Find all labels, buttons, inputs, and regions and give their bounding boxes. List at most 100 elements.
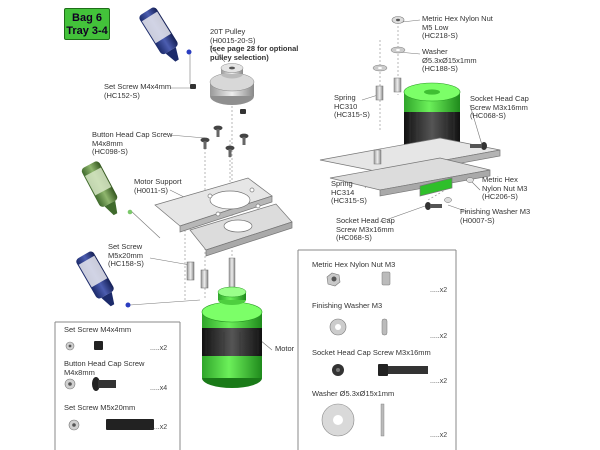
callout-nylon-nut-m3-l1: Metric Hex	[482, 175, 518, 184]
callout-socket-bottom-l3: (HC068-S)	[336, 233, 372, 242]
nylon-nut-m5-icon	[391, 16, 405, 24]
part-right-4-qty-value: x2	[439, 432, 448, 439]
set-screw-m5-icon	[186, 261, 209, 289]
callout-button-head-l3: (HC098-S)	[92, 147, 128, 156]
set-screw-pulley-icon	[190, 84, 246, 114]
callout-finishing-washer: Finishing Washer M3 (H0007-S)	[460, 207, 531, 225]
callout-spring-bottom: Spring HC314 (HC315-S)	[331, 179, 367, 206]
callout-motor-support-l2: (H0011-S)	[134, 185, 169, 195]
callout-button-head-l2: M4x8mm	[92, 138, 123, 148]
nylon-nut-m3-icon	[444, 177, 474, 203]
callout-socket-bottom: Socket Head Cap Screw M3x16mm (HC068-S)	[336, 216, 395, 243]
callout-set-screw-m5: Set Screw M5x20mm (HC158-S)	[108, 242, 144, 269]
part-left-3-qty: .....x2	[150, 424, 168, 431]
part-right-2-name: Finishing Washer M3	[312, 301, 383, 310]
part-finishing-washer-icon	[329, 318, 388, 336]
part-set-screw-m5-icon	[68, 419, 154, 431]
callout-set-screw-m4: Set Screw M4x4mm (HC152-S)	[104, 82, 172, 100]
bag-label: Bag 6	[72, 12, 102, 24]
callout-socket-bottom-l1: Socket Head Cap	[336, 216, 395, 225]
callout-spring-bottom-l1: Spring	[331, 179, 353, 188]
part-right-4-qty: .....x2	[430, 432, 448, 439]
callout-socket-top: Socket Head Cap Screw M3x16mm (HC068-S)	[470, 94, 529, 121]
callout-nylon-nut-m3-l3: (HC206-S)	[482, 192, 518, 201]
part-left-1-qty-value: x2	[159, 345, 168, 352]
parts-left-icons	[64, 341, 154, 431]
callout-socket-top-l1: Socket Head Cap	[470, 94, 529, 103]
part-left-3-qty-value: x2	[159, 424, 168, 431]
parts-right-icons	[321, 271, 428, 437]
callout-nylon-nut-m3-l2: Nylon Nut M3	[482, 183, 528, 193]
part-left-2-qty: .....x4	[150, 385, 168, 392]
tray-label: Tray 3-4	[66, 25, 108, 37]
callout-set-screw-m5-l3: (HC158-S)	[108, 259, 144, 268]
threadlock-bottle-top-icon	[139, 7, 192, 62]
callout-nylon-nut-m5: Metric Hex Nylon Nut M5 Low (HC218-S)	[422, 14, 493, 41]
callout-spring-top-l2: HC310	[334, 101, 358, 111]
callout-nylon-nut-m5-l3: (HC218-S)	[422, 31, 458, 40]
bag-tray-badge: Bag 6 Tray 3-4	[64, 8, 110, 40]
part-right-2-qty-value: x2	[439, 333, 448, 340]
part-set-screw-m4-icon	[65, 341, 103, 351]
threadlock-bottle-middle-icon	[81, 161, 133, 216]
washer-right-icon	[372, 46, 406, 72]
part-right-3-qty: .....x2	[430, 378, 448, 385]
callout-button-head-l1: Button Head Cap Screw	[92, 130, 173, 139]
callout-pulley: 20T Pulley (H0015-20-S) (see page 28 for…	[210, 27, 299, 62]
part-right-1-name: Metric Hex Nylon Nut M3	[312, 260, 396, 269]
callout-set-screw-m4-l2: (HC152-S)	[104, 90, 140, 100]
callout-pulley-l4: pulley selection)	[210, 52, 269, 62]
callout-spring-bottom-l2: HC314	[331, 187, 355, 197]
spring-bottom-icon	[373, 149, 382, 165]
callout-pulley-l1: 20T Pulley	[210, 27, 246, 36]
part-left-3-name: Set Screw M5x20mm	[64, 403, 136, 412]
callout-pulley-l3: (see page 28 for optional	[210, 44, 299, 53]
callout-finishing-washer-l2: (H0007-S)	[460, 215, 495, 225]
callout-motor-support: Motor Support (H0011-S)	[134, 177, 182, 195]
callout-spring-top: Spring HC310 (HC315-S)	[334, 93, 370, 120]
callout-nylon-nut-m3: Metric Hex Nylon Nut M3 (HC206-S)	[482, 175, 528, 202]
callout-socket-top-l2: Screw M3x16mm	[470, 102, 528, 112]
part-right-1-qty: .....x2	[430, 287, 448, 294]
callout-motor: Motor	[275, 344, 295, 353]
callout-button-head: Button Head Cap Screw M4x8mm (HC098-S)	[92, 130, 173, 157]
part-right-4-name: Washer Ø5.3xØ15x1mm	[312, 389, 395, 398]
part-nylon-nut-m3-icon	[326, 271, 391, 287]
part-washer-icon	[321, 403, 385, 437]
part-left-2-qty-value: x4	[159, 385, 168, 392]
part-button-head-screw-icon	[64, 377, 116, 391]
motor-left-icon	[201, 257, 263, 388]
callout-washer-l2: Ø5.3xØ15x1mm	[422, 55, 477, 65]
callout-nylon-nut-m5-l2: M5 Low	[422, 22, 449, 32]
callout-washer-l1: Washer	[422, 47, 448, 56]
part-left-1-qty: .....x2	[150, 345, 168, 352]
callout-washer: Washer Ø5.3xØ15x1mm (HC188-S)	[422, 47, 477, 74]
part-right-3-qty-value: x2	[439, 378, 448, 385]
callout-socket-top-l3: (HC068-S)	[470, 111, 506, 120]
spring-top-icon	[375, 77, 402, 101]
callout-spring-top-l3: (HC315-S)	[334, 110, 370, 119]
part-left-1-name: Set Screw M4x4mm	[64, 325, 132, 334]
callout-socket-bottom-l2: Screw M3x16mm	[336, 224, 394, 234]
threadlock-bottle-bottom-icon	[76, 251, 131, 308]
motor-support-icon	[154, 177, 293, 257]
callout-washer-l3: (HC188-S)	[422, 64, 458, 73]
callout-set-screw-m4-l1: Set Screw M4x4mm	[104, 82, 172, 91]
socket-screw-right-icon	[425, 142, 487, 210]
callout-spring-bottom-l3: (HC315-S)	[331, 196, 367, 205]
part-left-2-name: Button Head Cap Screw M4x8mm	[64, 359, 145, 377]
callout-nylon-nut-m5-l1: Metric Hex Nylon Nut	[422, 14, 493, 23]
motor-mount-rails-icon	[319, 137, 501, 197]
part-right-3-name: Socket Head Cap Screw M3x16mm	[312, 348, 431, 357]
part-right-1-qty-value: x2	[439, 287, 448, 294]
callout-set-screw-m5-l1: Set Screw	[108, 242, 143, 251]
part-socket-screw-m3-icon	[332, 364, 428, 376]
callout-set-screw-m5-l2: M5x20mm	[108, 250, 144, 260]
callout-spring-top-l1: Spring	[334, 93, 356, 102]
callout-pulley-l2: (H0015-20-S)	[210, 35, 256, 45]
callout-motor-support-l1: Motor Support	[134, 177, 182, 186]
part-right-2-qty: .....x2	[430, 333, 448, 340]
pulley-icon	[209, 63, 255, 105]
callout-finishing-washer-l1: Finishing Washer M3	[460, 207, 531, 216]
